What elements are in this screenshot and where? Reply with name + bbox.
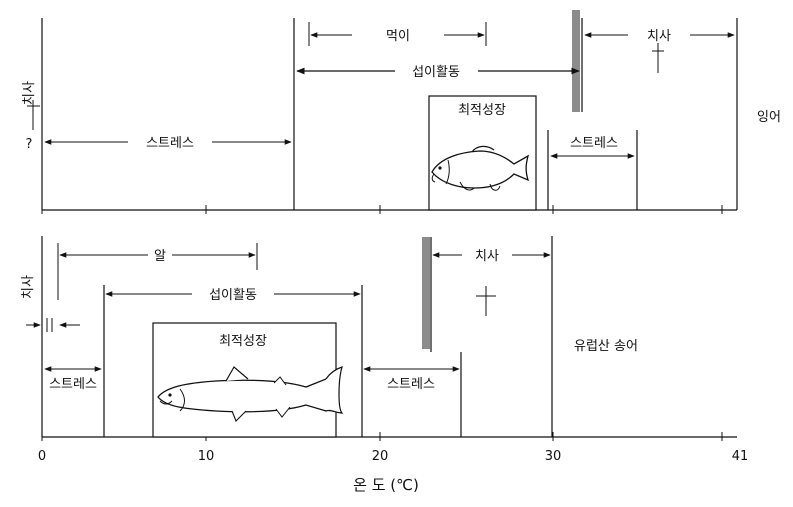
- top-lethal-bar: [572, 10, 580, 112]
- top-question-mark: ?: [26, 137, 33, 152]
- bottom-optimal-growth-label: 최적성장: [219, 334, 267, 349]
- dagger-icon: [476, 286, 496, 316]
- bottom-panel: 알 섭이활동 치사 치사 스트레스 최적성장: [21, 236, 737, 441]
- tick-label-0: 0: [38, 449, 46, 464]
- tick-label-20: 20: [372, 449, 389, 464]
- bottom-egg-label: 알: [154, 249, 166, 264]
- tick-label-10: 10: [198, 449, 215, 464]
- bottom-death-right-label: 치사: [475, 249, 499, 264]
- x-axis-ticks: 0 10 20 30 41: [38, 449, 748, 464]
- bottom-species-label: 유럽산 송어: [574, 339, 638, 354]
- top-stress-right-label: 스트레스: [570, 136, 618, 151]
- bottom-baseline-ticks: [41, 431, 723, 441]
- bottom-death-left-label: 치사: [21, 275, 36, 299]
- dagger-icon: [652, 43, 664, 73]
- top-feeding-label: 먹이: [386, 29, 410, 44]
- top-death-left-label: 치사: [22, 81, 37, 105]
- x-axis-title: 온 도 (℃): [353, 476, 419, 494]
- top-optimal-growth-label: 최적성장: [458, 103, 506, 118]
- bottom-stress-left-label: 스트레스: [49, 377, 97, 392]
- top-species-label: 잉어: [757, 110, 781, 125]
- top-panel: 먹이 섭이활동 치사 스트레스 치사 ? 최적성장: [22, 10, 781, 214]
- carp-icon: [431, 145, 530, 191]
- trout-icon: [157, 366, 344, 422]
- tick-label-30: 30: [545, 449, 562, 464]
- bottom-lethal-bar: [422, 237, 430, 349]
- top-baseline-ticks: [41, 204, 723, 214]
- tick-label-41: 41: [732, 449, 749, 464]
- top-death-right-label: 치사: [647, 29, 671, 44]
- top-activity-label: 섭이활동: [412, 65, 460, 80]
- top-death-left-mark: [27, 100, 40, 130]
- top-stress-left-label: 스트레스: [146, 136, 194, 151]
- bottom-activity-label: 섭이활동: [209, 288, 257, 303]
- bottom-stress-right-label: 스트레스: [387, 377, 435, 392]
